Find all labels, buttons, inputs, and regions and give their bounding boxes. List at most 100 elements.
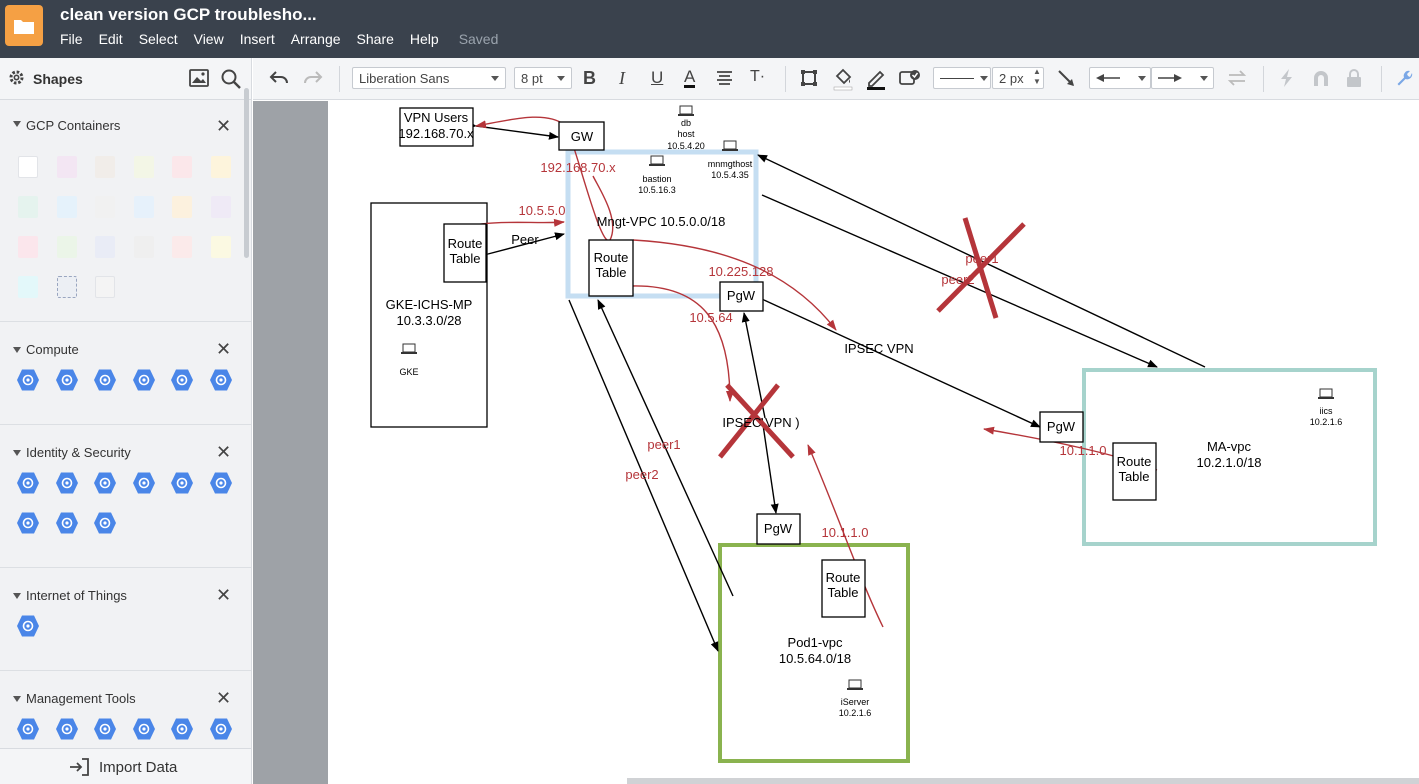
arrow-end-select[interactable] bbox=[1151, 67, 1214, 89]
connector[interactable] bbox=[761, 417, 779, 514]
fill-color-icon[interactable] bbox=[833, 67, 853, 91]
undo-icon[interactable] bbox=[269, 70, 289, 86]
section-title[interactable]: Compute bbox=[26, 342, 79, 357]
folder-icon[interactable] bbox=[5, 5, 43, 46]
gcp-service-icon[interactable] bbox=[209, 368, 233, 392]
gcp-service-icon[interactable] bbox=[132, 368, 156, 392]
shape-border-icon[interactable] bbox=[800, 69, 818, 87]
connector[interactable] bbox=[466, 120, 559, 140]
container-swatch[interactable] bbox=[172, 156, 192, 178]
line-style-select[interactable] bbox=[933, 67, 991, 89]
wrench-icon[interactable] bbox=[1396, 69, 1414, 87]
pod1-vpc-container[interactable] bbox=[718, 543, 910, 763]
collapse-icon[interactable] bbox=[13, 347, 21, 353]
gcp-service-icon[interactable] bbox=[93, 511, 117, 535]
text-options-icon[interactable]: T· bbox=[750, 68, 766, 85]
gcp-service-icon[interactable] bbox=[93, 717, 117, 741]
container-swatch[interactable] bbox=[210, 196, 231, 218]
gcp-service-icon[interactable] bbox=[16, 717, 40, 741]
mngt-route-table[interactable] bbox=[588, 239, 634, 297]
section-title[interactable]: Management Tools bbox=[26, 691, 136, 706]
container-swatch[interactable] bbox=[95, 156, 115, 178]
import-data-button[interactable]: Import Data bbox=[0, 748, 251, 784]
section-title[interactable]: Identity & Security bbox=[26, 445, 131, 460]
menu-share[interactable]: Share bbox=[356, 31, 394, 47]
lightning-icon[interactable] bbox=[1280, 69, 1294, 87]
gcp-service-icon[interactable] bbox=[55, 471, 79, 495]
pod1-route-table[interactable] bbox=[821, 559, 866, 618]
container-swatch[interactable] bbox=[172, 196, 192, 218]
stepper-icon[interactable]: ▲▼ bbox=[1033, 67, 1041, 86]
font-size-select[interactable]: 8 pt bbox=[514, 67, 572, 89]
canvas-horizontal-scrollbar[interactable] bbox=[627, 778, 1419, 784]
gcp-service-icon[interactable] bbox=[170, 368, 194, 392]
laptop-icon[interactable] bbox=[401, 343, 417, 354]
bold-icon[interactable]: B bbox=[583, 68, 596, 88]
container-swatch[interactable] bbox=[95, 196, 115, 218]
swap-arrows-icon[interactable] bbox=[1227, 69, 1247, 87]
connector[interactable] bbox=[597, 299, 734, 597]
collapse-icon[interactable] bbox=[13, 696, 21, 702]
gcp-service-icon[interactable] bbox=[55, 511, 79, 535]
ma-route-table[interactable] bbox=[1112, 442, 1157, 501]
menu-arrange[interactable]: Arrange bbox=[290, 31, 341, 47]
close-icon[interactable]: ✕ bbox=[216, 116, 232, 136]
image-icon[interactable] bbox=[189, 69, 209, 87]
gcp-service-icon[interactable] bbox=[93, 368, 117, 392]
gcp-service-icon[interactable] bbox=[55, 368, 79, 392]
route-line[interactable] bbox=[632, 239, 837, 331]
gcp-service-icon[interactable] bbox=[170, 471, 194, 495]
search-icon[interactable] bbox=[220, 68, 242, 90]
menu-help[interactable]: Help bbox=[409, 31, 439, 47]
container-swatch[interactable] bbox=[133, 156, 154, 178]
redo-icon[interactable] bbox=[303, 70, 323, 86]
gke-route-table[interactable] bbox=[443, 223, 487, 283]
container-swatch[interactable] bbox=[56, 276, 77, 298]
laptop-icon[interactable] bbox=[847, 679, 863, 690]
container-swatch[interactable] bbox=[56, 196, 77, 218]
connector[interactable] bbox=[478, 232, 565, 261]
container-swatch[interactable] bbox=[210, 236, 231, 258]
connector[interactable] bbox=[754, 292, 1041, 428]
close-icon[interactable]: ✕ bbox=[216, 585, 232, 605]
container-swatch[interactable] bbox=[56, 156, 77, 178]
connector[interactable] bbox=[741, 312, 766, 419]
pod1-pgw-box[interactable] bbox=[756, 513, 801, 545]
container-swatch[interactable] bbox=[133, 196, 154, 218]
route-line[interactable] bbox=[807, 444, 884, 628]
container-swatch[interactable] bbox=[18, 236, 38, 258]
collapse-icon[interactable] bbox=[13, 450, 21, 456]
laptop-icon[interactable] bbox=[1318, 388, 1334, 399]
route-line[interactable] bbox=[475, 116, 614, 241]
gcp-service-icon[interactable] bbox=[55, 717, 79, 741]
document-title[interactable]: clean version GCP troublesho... bbox=[60, 5, 317, 24]
menu-select[interactable]: Select bbox=[138, 31, 178, 47]
menu-insert[interactable]: Insert bbox=[239, 31, 275, 47]
italic-icon[interactable]: I bbox=[619, 68, 625, 88]
diagram-page[interactable] bbox=[328, 101, 1419, 784]
lock-icon[interactable] bbox=[1346, 69, 1362, 87]
gcp-service-icon[interactable] bbox=[132, 717, 156, 741]
menu-edit[interactable]: Edit bbox=[98, 31, 123, 47]
gear-icon[interactable] bbox=[8, 69, 25, 86]
route-line[interactable] bbox=[632, 285, 734, 402]
connector[interactable] bbox=[757, 154, 1206, 368]
close-icon[interactable]: ✕ bbox=[216, 339, 232, 359]
connector[interactable] bbox=[761, 194, 1158, 368]
collapse-icon[interactable] bbox=[13, 593, 21, 599]
style-check-icon[interactable] bbox=[899, 69, 921, 87]
laptop-icon[interactable] bbox=[649, 155, 665, 166]
panel-scrollbar[interactable] bbox=[244, 88, 249, 258]
gcp-service-icon[interactable] bbox=[16, 511, 40, 535]
arrow-start-select[interactable] bbox=[1089, 67, 1151, 89]
container-swatch[interactable] bbox=[18, 156, 38, 178]
close-icon[interactable]: ✕ bbox=[216, 688, 232, 708]
gcp-service-icon[interactable] bbox=[209, 717, 233, 741]
gw-box[interactable] bbox=[558, 121, 605, 151]
section-title[interactable]: GCP Containers bbox=[26, 118, 121, 133]
magnet-icon[interactable] bbox=[1312, 70, 1330, 87]
ma-pgw-box[interactable] bbox=[1039, 411, 1084, 443]
line-width-stepper[interactable]: 2 px ▲▼ bbox=[992, 67, 1044, 89]
gcp-service-icon[interactable] bbox=[16, 614, 40, 638]
laptop-icon[interactable] bbox=[678, 105, 694, 116]
